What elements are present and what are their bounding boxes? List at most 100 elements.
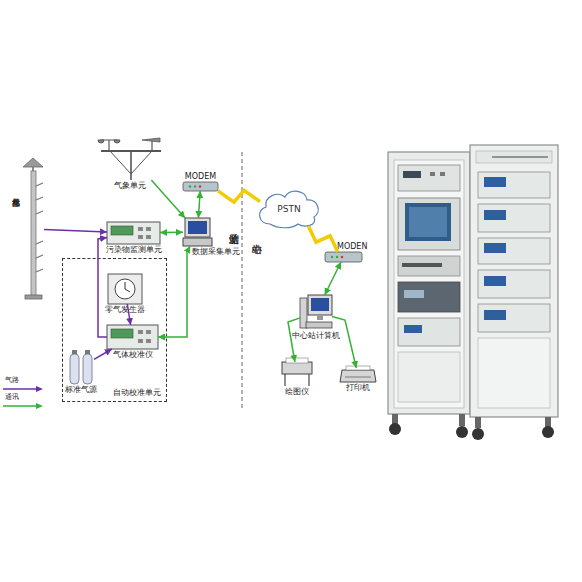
pole-base xyxy=(25,295,42,299)
cabinet-foot xyxy=(475,417,481,428)
connector xyxy=(325,262,341,295)
cabinet-shell xyxy=(470,145,558,417)
cabinet-header xyxy=(476,151,552,163)
modem-case xyxy=(183,182,218,191)
cabinet-frame xyxy=(394,160,464,408)
device-node: 中心站计算机 xyxy=(300,295,332,330)
anemometer-post xyxy=(108,140,109,151)
rack-strip xyxy=(402,263,442,267)
zero-gas-generator xyxy=(108,274,142,304)
legend-arrowhead xyxy=(36,386,43,392)
anemometer-cup xyxy=(98,140,104,143)
node-label: PSTN xyxy=(277,205,300,214)
device-node: 气体校准仪 xyxy=(107,325,158,349)
cylinder-body xyxy=(70,354,79,384)
rack-blank xyxy=(398,352,460,402)
rack-blank xyxy=(478,338,550,408)
rack-button xyxy=(430,172,435,176)
device-node: 气象单元 xyxy=(98,132,162,180)
gauge-hand xyxy=(125,282,126,289)
device-node: MODEM xyxy=(183,182,218,191)
device-node: 标准气源 xyxy=(68,350,94,384)
calibrator-button xyxy=(138,330,143,334)
node-label: 数据采集单元 xyxy=(192,248,240,256)
pole-tube xyxy=(31,171,36,297)
computer-keyboard xyxy=(306,322,332,328)
node-label: MODEM xyxy=(185,173,216,181)
device-node: 污染物监测单元 xyxy=(107,222,160,244)
modem-light xyxy=(331,256,333,258)
calibrator-button xyxy=(138,339,143,343)
computer-stand xyxy=(317,315,323,320)
legend-label: 气路 xyxy=(5,377,19,384)
connector xyxy=(160,231,183,233)
plotter-body xyxy=(282,362,312,374)
analyzer-case xyxy=(107,222,160,244)
weather-mast xyxy=(130,151,132,180)
node-label: 气体校准仪 xyxy=(113,351,153,359)
cabinet-illustration xyxy=(388,145,558,440)
cabinet-foot xyxy=(545,417,551,427)
cabinet-foot xyxy=(459,414,465,426)
connector xyxy=(332,317,356,368)
connector xyxy=(44,229,107,232)
anemometer-cup xyxy=(114,140,120,143)
rack-analyzer xyxy=(478,204,550,232)
node-label: 标准气源 xyxy=(65,386,97,394)
rack-display xyxy=(404,290,424,298)
connector xyxy=(198,191,200,218)
computer-base xyxy=(183,238,212,246)
plotter-paper xyxy=(286,358,308,363)
node-label: 污染物监测单元 xyxy=(106,246,162,254)
weather-strut xyxy=(131,151,152,174)
weather-strut xyxy=(110,151,131,174)
lightning-link xyxy=(308,226,338,252)
calibrator-button xyxy=(146,339,151,343)
legend-line xyxy=(3,405,37,407)
calibrator-case xyxy=(107,325,158,349)
computer-screen xyxy=(311,298,329,311)
printer-slot xyxy=(345,377,371,378)
connector xyxy=(288,318,300,362)
connector xyxy=(98,238,107,338)
cabinet-wheel xyxy=(472,428,484,440)
gas-cylinders xyxy=(70,350,92,384)
rack-screen-glare xyxy=(409,207,447,237)
plotter-leg xyxy=(284,374,285,386)
modem-case xyxy=(325,252,362,262)
node-label: MODEN xyxy=(337,243,367,251)
legend-item: 气路 xyxy=(1,377,45,393)
sampling-pole xyxy=(23,158,43,299)
plotter-leg xyxy=(308,374,309,386)
cylinder-body xyxy=(83,354,92,384)
connector xyxy=(127,304,130,325)
pole-branch xyxy=(36,269,43,272)
lightning-link xyxy=(218,190,260,202)
device-node: 绘图仪 xyxy=(282,362,312,386)
rack-monitor xyxy=(398,198,460,250)
computer-screen xyxy=(188,221,207,234)
modem-light xyxy=(189,185,191,187)
analyzer-stack xyxy=(478,172,550,332)
modem-device xyxy=(325,252,362,262)
rack-display xyxy=(484,310,506,320)
connector xyxy=(151,180,185,218)
generator-gauge xyxy=(115,279,135,299)
device-node: MODEN xyxy=(325,252,362,262)
calibrator-device xyxy=(107,325,158,349)
legend-line xyxy=(3,388,37,390)
analyzer-button xyxy=(146,227,151,231)
rack-screen xyxy=(405,203,451,241)
modem-light xyxy=(336,256,338,258)
cabinet-wheel xyxy=(542,426,554,438)
rack-unit xyxy=(398,318,460,346)
generator-case xyxy=(108,274,142,304)
section-divider xyxy=(242,152,243,408)
gauge-hand xyxy=(125,289,130,292)
device-node: 数据采集单元 xyxy=(183,218,212,246)
cabinet-wheel xyxy=(456,426,468,438)
rack-display xyxy=(484,210,506,220)
connector xyxy=(94,349,112,359)
